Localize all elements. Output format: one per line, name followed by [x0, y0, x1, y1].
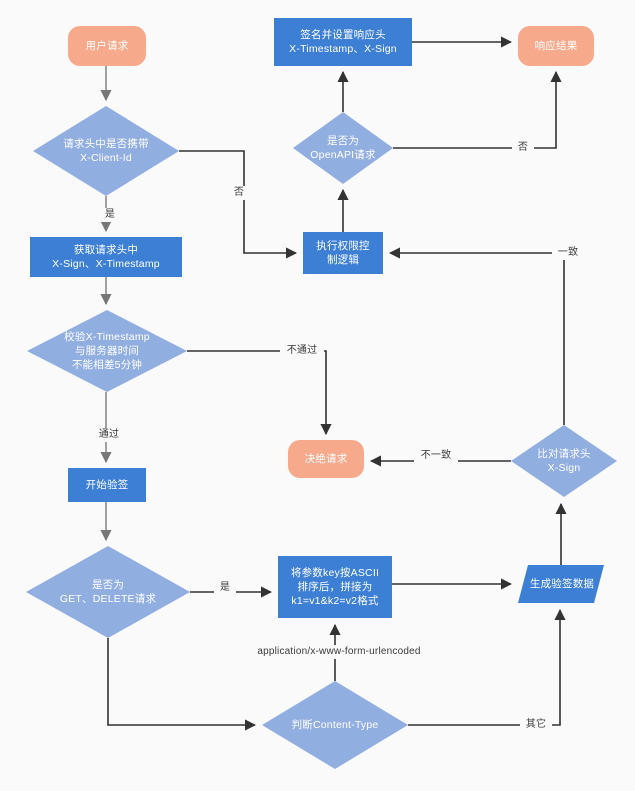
node-shape-is-get-delete[interactable]: [26, 546, 190, 638]
edge-has-client-id-no-to-permission-logic: [179, 150, 298, 259]
node-shape-verify-timestamp[interactable]: [27, 310, 187, 392]
edge-label-timestamp-pass: 通过: [92, 428, 126, 442]
edge-label-content-type-other: 其它: [520, 718, 552, 732]
node-shape-reject-request[interactable]: [288, 440, 364, 478]
edge-is-openapi-no-to-response-result: [393, 70, 562, 149]
node-shape-sort-params[interactable]: [278, 556, 392, 618]
edge-is-get-delete-no-to-check-content-type: [107, 638, 257, 731]
edge-label-yes-has-client-id: 是: [99, 208, 121, 222]
node-shape-start-verify-sign[interactable]: [68, 468, 146, 502]
edge-label-timestamp-fail: 不通过: [280, 344, 324, 358]
node-shape-user-request[interactable]: [68, 26, 146, 66]
node-shape-response-result[interactable]: [518, 26, 594, 66]
edge-label-no-has-client-id: 否: [228, 186, 250, 200]
shape-layer: [26, 18, 617, 769]
node-shape-generate-sign-data[interactable]: [518, 565, 604, 603]
edge-label-yes-get-delete: 是: [214, 581, 236, 595]
node-shape-check-content-type[interactable]: [262, 681, 408, 769]
edge-label-sign-match: 一致: [552, 246, 584, 260]
node-shape-has-client-id[interactable]: [33, 106, 179, 196]
edge-content-type-other-to-generate-sign-data: [408, 608, 566, 726]
edge-verify-timestamp-fail-to-reject: [187, 350, 332, 436]
edge-compare-x-sign-match-to-permission-logic: [388, 247, 565, 425]
edge-label-no-openapi: 否: [512, 141, 534, 155]
edge-label-sign-mismatch: 不一致: [414, 449, 458, 463]
node-shape-compare-x-sign[interactable]: [511, 425, 617, 497]
node-shape-permission-logic[interactable]: [303, 232, 383, 274]
node-shape-is-openapi[interactable]: [293, 112, 393, 184]
node-shape-get-headers[interactable]: [30, 237, 182, 277]
edge-label-content-type-urlencoded: application/x-www-form-urlencoded: [231, 645, 447, 659]
node-shape-sign-response-headers[interactable]: [274, 18, 412, 66]
